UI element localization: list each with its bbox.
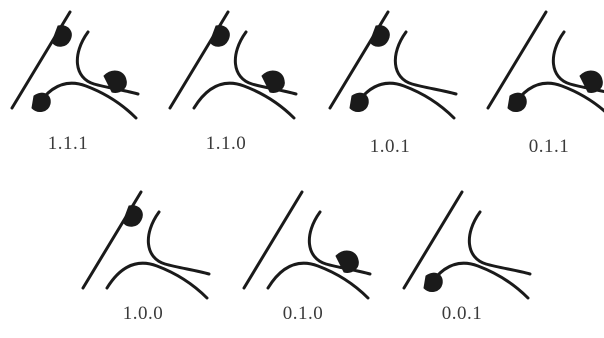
- panel-label: 1.1.0: [206, 134, 247, 153]
- panel-label: 0.1.1: [529, 137, 570, 156]
- lower-curve: [428, 263, 528, 298]
- junction-panel-0-0-1: [404, 192, 530, 298]
- bound-site-3-blob: [32, 93, 50, 111]
- lower-curve: [354, 83, 454, 118]
- junction-panel-1-0-0: [83, 192, 209, 298]
- diagonal-line: [244, 192, 302, 288]
- bound-site-1-blob: [52, 26, 71, 47]
- bound-site-2-blob: [104, 71, 126, 92]
- bound-site-1-blob: [370, 26, 389, 47]
- bound-site-1-blob: [123, 206, 142, 227]
- panel-label: 0.0.1: [442, 304, 483, 323]
- panel-label: 1.0.0: [123, 304, 164, 323]
- bound-site-1-blob: [210, 26, 229, 47]
- junction-panel-0-1-1: [488, 12, 604, 118]
- panel-label: 1.0.1: [370, 137, 411, 156]
- panel-label: 0.1.0: [283, 304, 324, 323]
- junction-panel-1-0-1: [330, 12, 456, 118]
- lower-curve: [107, 263, 207, 298]
- junction-panel-1-1-1: [12, 12, 138, 118]
- bound-site-3-blob: [424, 273, 442, 291]
- bound-site-2-blob: [580, 71, 602, 92]
- bound-site-3-blob: [508, 93, 526, 111]
- bound-site-2-blob: [336, 251, 358, 272]
- panel-label: 1.1.1: [48, 134, 89, 153]
- junction-panel-0-1-0: [244, 192, 370, 298]
- junction-panel-1-1-0: [170, 12, 296, 118]
- bound-site-2-blob: [262, 71, 284, 92]
- bound-site-3-blob: [350, 93, 368, 111]
